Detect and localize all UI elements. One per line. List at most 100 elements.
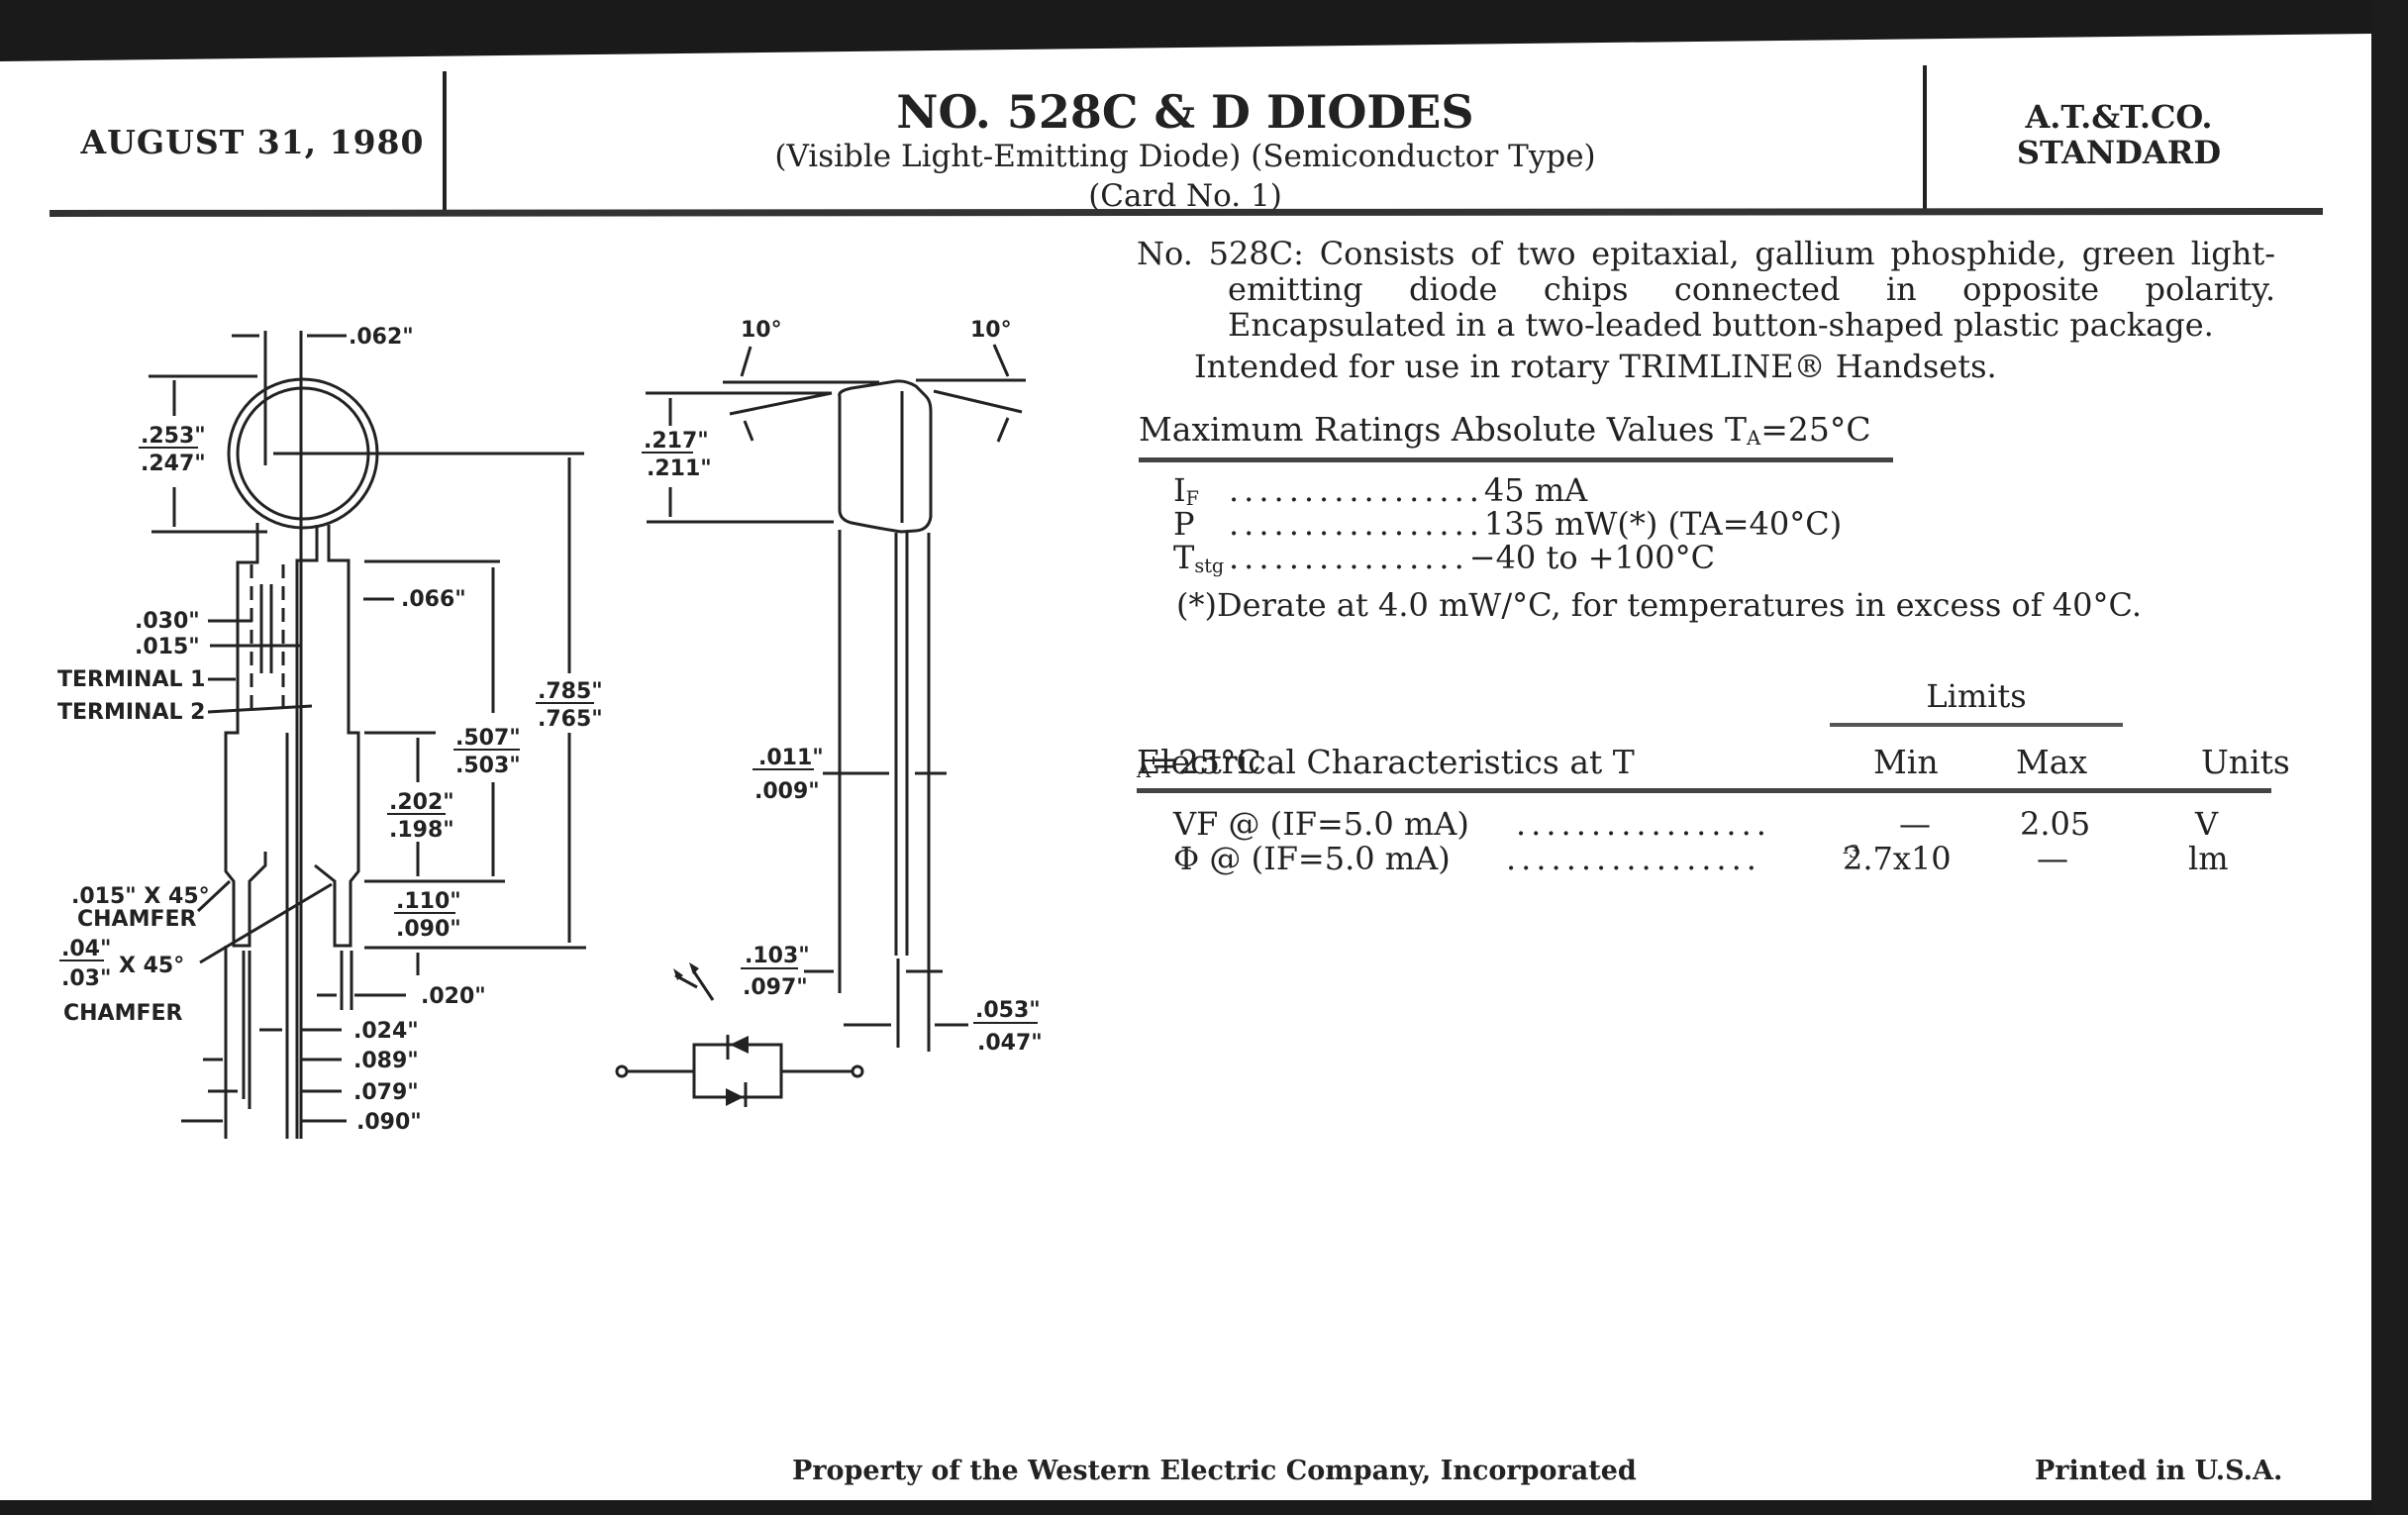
rating-symbol: Tstg [1173, 541, 1229, 583]
dim-211: .211" [647, 456, 712, 481]
header-divider-left [443, 71, 447, 216]
rating-symbol-main: P [1173, 505, 1195, 543]
side-view-labels: 10° 10° .217" .211" .011" .009" .103" .0… [642, 318, 1043, 1056]
dim-011: .011" [758, 746, 824, 770]
leader-dots: ................. [1506, 840, 1761, 877]
dim-217: .217" [644, 429, 709, 454]
column-max: Max [2016, 743, 2088, 781]
front-view-labels: .062" .253" .247" .066" .030" .015" TERM… [57, 325, 603, 1135]
leader-dots: ................ [1229, 539, 1469, 576]
rating-value: 135 mW(*) (TA=40°C) [1483, 505, 1843, 543]
description: No. 528C: Consists of two epitaxial, gal… [1137, 236, 2275, 384]
dim-089: .089" [353, 1049, 419, 1073]
dim-090-upper: .090" [396, 917, 461, 942]
dim-047: .047" [977, 1031, 1043, 1056]
derating-note: (*)Derate at 4.0 mW/°C, for temperatures… [1176, 586, 2142, 624]
param: Φ @ (IF=5.0 mA) [1173, 840, 1451, 877]
dim-066: .066" [401, 587, 466, 612]
chamfer-04-top: .04" [61, 937, 111, 961]
header-divider-right [1923, 65, 1927, 210]
dim-024: .024" [353, 1019, 419, 1044]
schematic-symbol [615, 969, 864, 1107]
electrical-title-text: Electrical Characteristics at T [1137, 743, 1635, 781]
dim-090-lower: .090" [356, 1110, 422, 1135]
units-value: lm [2188, 840, 2229, 877]
header-date: AUGUST 31, 1980 [80, 123, 425, 161]
page-title: NO. 528C & D DIODES [896, 85, 1474, 139]
angle-left: 10° [741, 318, 782, 343]
rating-symbol: P [1173, 507, 1229, 542]
chamfer-03-bottom: .03" [61, 966, 111, 991]
side-view [646, 344, 1026, 1052]
dim-030: .030" [135, 609, 200, 634]
rating-symbol: IF [1173, 473, 1229, 516]
standard-line1: A.T.&T.CO. [2025, 98, 2213, 136]
max-ratings-title-sub: A [1746, 427, 1761, 450]
max-value: 2.05 [2020, 805, 2091, 843]
column-min: Min [1873, 743, 1939, 781]
footer-property: Property of the Western Electric Company… [792, 1456, 1637, 1486]
page-subtitle: (Visible Light-Emitting Diode) (Semicond… [774, 139, 1596, 174]
dim-020: .020" [421, 984, 486, 1009]
rating-value: 45 mA [1483, 471, 1588, 509]
units-value: V [2195, 805, 2219, 843]
table-row: Φ @ (IF=5.0 mA) ................. 2.7x10… [1173, 840, 2272, 877]
rating-symbol-sub: F [1185, 487, 1199, 510]
standard-line2: STANDARD [2016, 134, 2222, 171]
dim-015: .015" [135, 635, 200, 659]
dim-202: .202" [389, 790, 454, 815]
min-value: 2.7x10-3 [1843, 840, 1952, 877]
terminal-node-icon [851, 1064, 864, 1078]
limits-header: Limits [1830, 677, 2123, 727]
leader-dots: ................. [1229, 505, 1484, 543]
param: VF @ (IF=5.0 mA) [1173, 805, 1469, 843]
dim-009: .009" [754, 779, 820, 804]
diode-icon [673, 962, 749, 1106]
dim-198: .198" [389, 818, 454, 843]
column-units: Units [2201, 743, 2290, 781]
electrical-title-sub: A [1137, 759, 1152, 782]
rating-row: P.................135 mW(*) (TA=40°C) [1173, 507, 1842, 542]
min-mantissa: 2.7x10 [1843, 840, 1952, 877]
description-paragraph: No. 528C: Consists of two epitaxial, gal… [1137, 235, 2275, 344]
dim-053: .053" [975, 998, 1041, 1023]
leader-dots: ................. [1516, 805, 1771, 843]
dim-110: .110" [396, 889, 461, 914]
angle-right: 10° [970, 318, 1012, 343]
table-row: VF @ (IF=5.0 mA) ................. — 2.0… [1173, 805, 2272, 843]
leader-dots: ................. [1229, 471, 1484, 509]
max-ratings-title-suffix: =25°C [1760, 410, 1871, 449]
dim-253: .253" [141, 424, 206, 449]
dim-785: .785" [538, 679, 603, 704]
rating-row: Tstg................−40 to +100°C [1173, 541, 1715, 583]
dim-097: .097" [743, 975, 808, 1000]
dim-765: .765" [538, 707, 603, 732]
rating-value: −40 to +100°C [1468, 539, 1716, 576]
max-value: — [2037, 840, 2068, 877]
max-ratings-title-text: Maximum Ratings Absolute Values T [1139, 410, 1747, 449]
rating-symbol-main: I [1173, 471, 1186, 509]
electrical-title-suffix: =25°C [1151, 743, 1261, 781]
rating-symbol-main: T [1173, 539, 1195, 576]
max-ratings-title: Maximum Ratings Absolute Values TA=25°C [1139, 410, 1893, 462]
description-usage: Intended for use in rotary TRIMLINE® Han… [1194, 348, 1997, 385]
rating-row: IF.................45 mA [1173, 473, 1587, 516]
dim-247: .247" [141, 452, 206, 476]
chamfer-04-angle: X 45° [119, 954, 184, 978]
chamfer-015-label: .015" X 45° [71, 884, 210, 909]
front-view [149, 331, 586, 1139]
terminal-1-label: TERMINAL 1 [57, 667, 205, 692]
terminal-2-label: TERMINAL 2 [57, 700, 205, 725]
dim-062: .062" [349, 325, 414, 350]
chamfer-04-caption: CHAMFER [63, 1001, 183, 1026]
chamfer-015-caption: CHAMFER [77, 907, 197, 932]
dim-507: .507" [455, 726, 521, 751]
footer-printed: Printed in U.S.A. [2035, 1456, 2283, 1486]
min-exponent: -3 [1843, 843, 1860, 862]
dim-079: .079" [353, 1080, 419, 1105]
scan-border [2371, 0, 2408, 1515]
min-value: — [1899, 805, 1931, 843]
